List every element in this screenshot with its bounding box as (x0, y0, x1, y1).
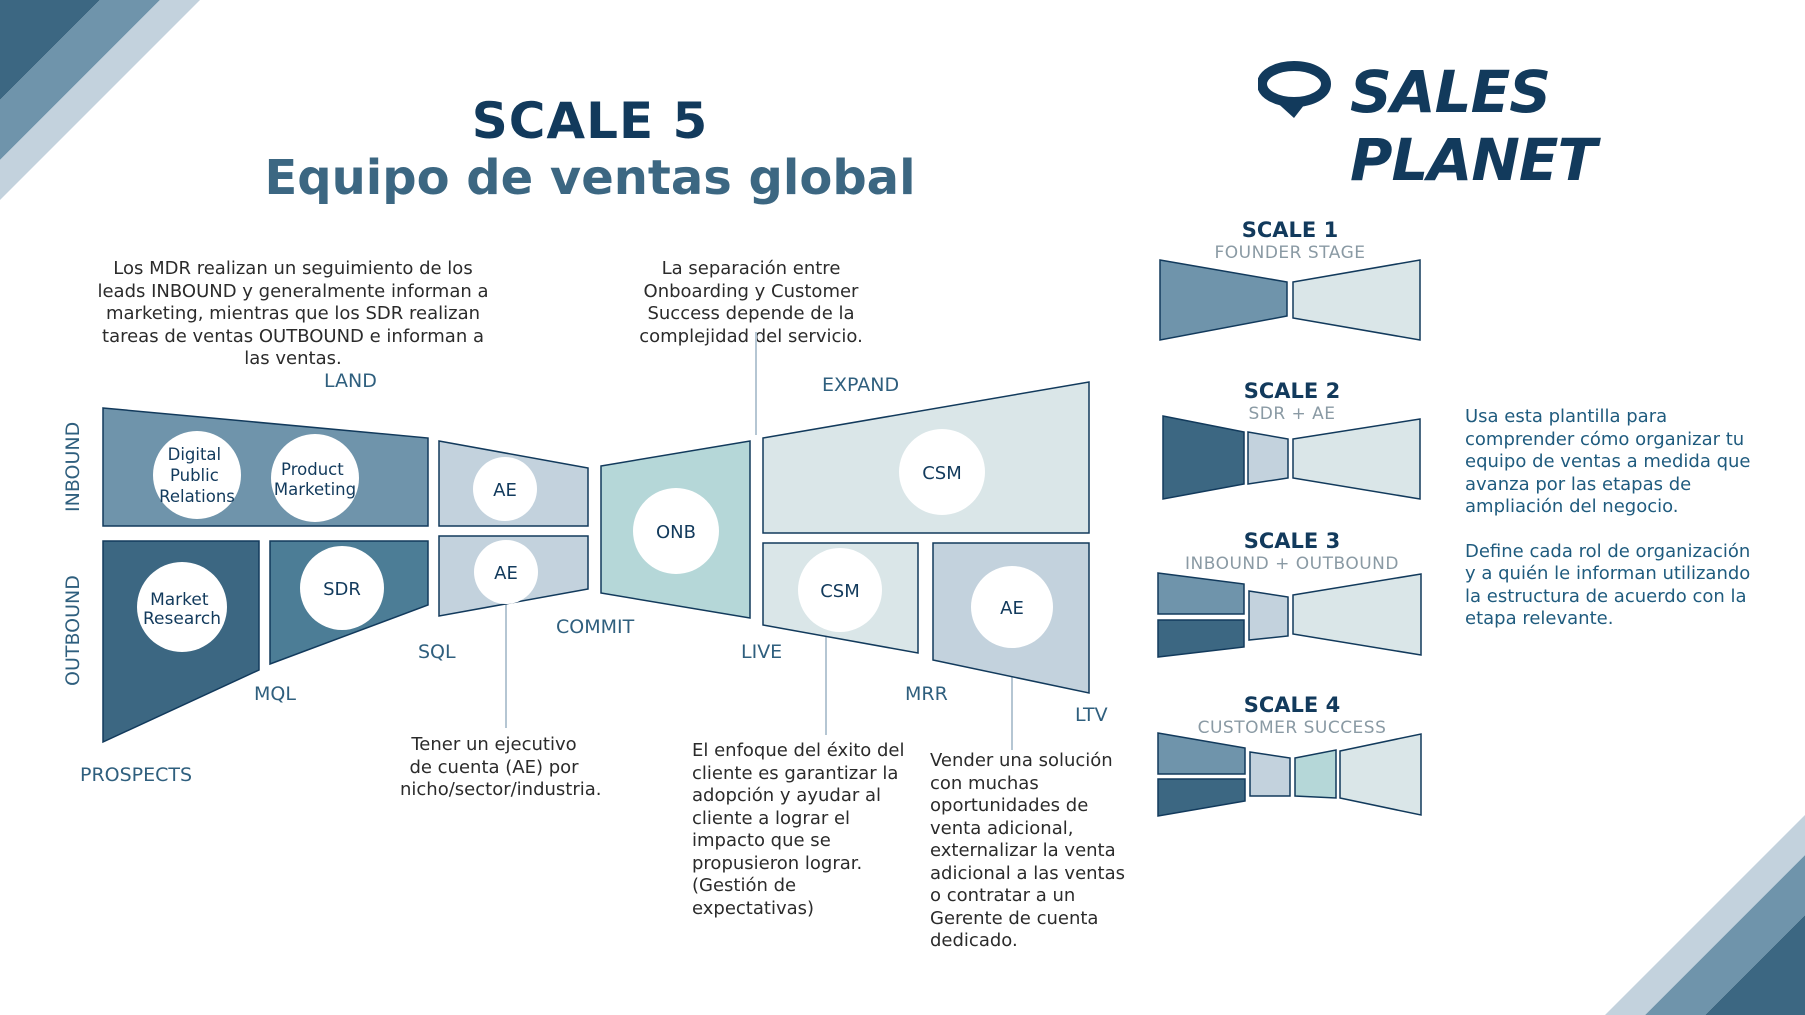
product-marketing-label: Product Marketing (274, 460, 356, 499)
note-ae-expand: Vender una solución con muchas oportunid… (930, 750, 1126, 951)
onb-label: ONB (656, 522, 696, 543)
stage-ltv: LTV (1075, 704, 1108, 726)
note-mdr-sdr: Los MDR realizan un seguimiento de los l… (97, 258, 489, 369)
page-subtitle: Equipo de ventas global (264, 150, 916, 206)
scale2-subtitle: SDR + AE (1248, 404, 1336, 424)
csm-live-label: CSM (820, 581, 860, 602)
digital-pr-circle (153, 431, 241, 519)
scale4-subtitle: CUSTOMER SUCCESS (1197, 718, 1387, 738)
market-research-label: Market Research (143, 590, 221, 629)
intro-paragraph-1: Usa esta plantilla para comprender cómo … (1465, 406, 1751, 517)
scale2-title: SCALE 2 (1243, 379, 1341, 403)
ae-top-circle (473, 457, 537, 521)
stage-prospects: PROSPECTS (80, 764, 193, 786)
product-marketing-circle (271, 434, 359, 522)
scale1-title: SCALE 1 (1241, 218, 1339, 242)
page-title: SCALE 5 (471, 92, 709, 150)
corner-stripes-bottom-right (1605, 815, 1805, 1015)
logo-wordmark: SALES PLANET (1350, 58, 1597, 194)
scale3-diagram (1157, 572, 1422, 658)
scale3-title: SCALE 3 (1243, 529, 1341, 553)
note-ae-niche: Tener un ejecutivo de cuenta (AE) por ni… (400, 734, 602, 800)
csm-expand-label: CSM (922, 463, 962, 484)
stage-sql: SQL (418, 641, 456, 663)
stage-live: LIVE (741, 641, 783, 663)
intro-text: Usa esta plantilla para comprender cómo … (1465, 406, 1765, 653)
scale4-title: SCALE 4 (1243, 693, 1341, 717)
scale2-diagram (1162, 415, 1421, 500)
digital-pr-label: Digital Public Relations (159, 445, 235, 506)
csm-expand-circle (899, 429, 985, 515)
scale1-subtitle: FOUNDER STAGE (1214, 243, 1366, 263)
ae-mrr-label: AE (1000, 598, 1024, 619)
scale4-diagram (1157, 732, 1422, 817)
csm-live-circle (798, 548, 882, 632)
ae-bottom-label: AE (494, 563, 518, 584)
sdr-circle (300, 546, 384, 630)
planet-icon (1258, 61, 1331, 118)
sales-planet-logo: SALES PLANET (1258, 56, 1738, 194)
sdr-label: SDR (323, 579, 361, 600)
onb-circle (633, 488, 719, 574)
inbound-marketing-block (102, 407, 429, 527)
intro-paragraph-2: Define cada rol de organización y a quié… (1465, 540, 1751, 630)
scale3-subtitle: INBOUND + OUTBOUND (1185, 554, 1399, 574)
stage-land: LAND (324, 370, 377, 392)
ae-mrr-circle (971, 566, 1053, 648)
stage-mql: MQL (254, 683, 296, 705)
ae-top-label: AE (493, 480, 517, 501)
market-research-circle (137, 562, 227, 652)
scale1-diagram (1159, 259, 1421, 341)
corner-stripes-top-left (0, 0, 200, 200)
stage-mrr: MRR (905, 683, 948, 705)
note-onboarding: La separación entre Onboarding y Custome… (639, 258, 863, 347)
stage-expand: EXPAND (822, 374, 900, 396)
stage-commit: COMMIT (556, 616, 635, 638)
note-csm-focus: El enfoque del éxito del cliente es gara… (692, 740, 905, 919)
ae-bottom-circle (474, 540, 538, 604)
title-block: SCALE 5 Equipo de ventas global (220, 92, 960, 206)
